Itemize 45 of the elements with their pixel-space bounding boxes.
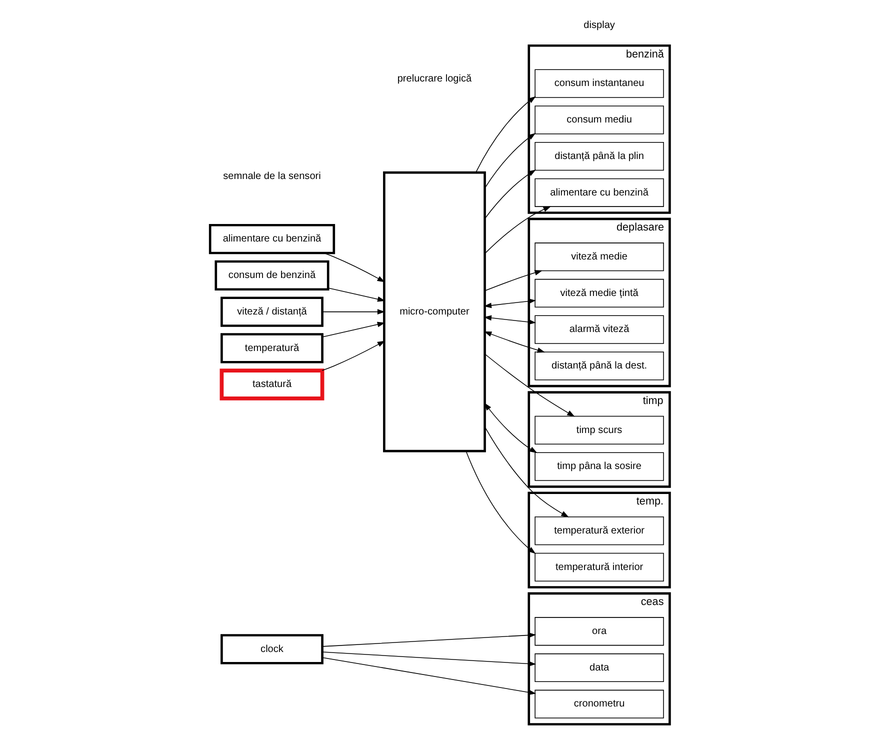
arrow [327,288,385,302]
arrow [484,354,574,417]
node-box: cronometru [534,690,664,718]
node-box: viteză / distanță [220,296,323,327]
arrow [322,652,536,666]
arrow [484,206,551,254]
node-box: viteză medie țintă [534,278,664,308]
node-box: temperatură [220,333,323,364]
arrow [322,657,536,695]
arrow [484,426,568,518]
node-box: viteză medie [534,242,664,272]
arrow [483,331,545,353]
arrow [465,451,536,554]
node-box: clock [220,634,323,664]
arrow [484,270,542,292]
arrow [483,298,536,308]
arrow [483,315,536,325]
node-box: temperatură exterior [534,516,664,546]
node-box: consum mediu [534,106,664,134]
node-box: ora [534,617,664,646]
arrow [321,340,385,371]
node-box: consum instantaneu [534,69,664,98]
arrow [484,133,536,189]
arrow [475,96,536,173]
arrow [321,322,385,338]
node-box: data [534,653,664,682]
node-box: timp pâna la sosire [534,452,664,481]
label: prelucrare logică [396,74,472,85]
node-box: consum de benzină [214,260,329,291]
arrow [484,170,536,219]
node-box: distanță până la dest. [534,352,664,380]
node-box: micro-computer [382,171,486,452]
label: display [583,20,614,32]
arrow [322,632,536,647]
node-box: alimentare cu benzină [534,178,664,207]
node-box: alimentare cu benzină [208,224,335,254]
node-box: temperatură interior [534,552,664,582]
arrow [321,309,385,315]
node-box: distanță până la plin [534,142,664,171]
node-box: alarmă viteză [534,315,664,344]
label: semnale de la sensori [222,171,320,182]
node-box: timp scurs [534,416,664,444]
node-box: tastatură [219,368,324,400]
arrow [484,402,537,454]
arrow [323,252,385,282]
